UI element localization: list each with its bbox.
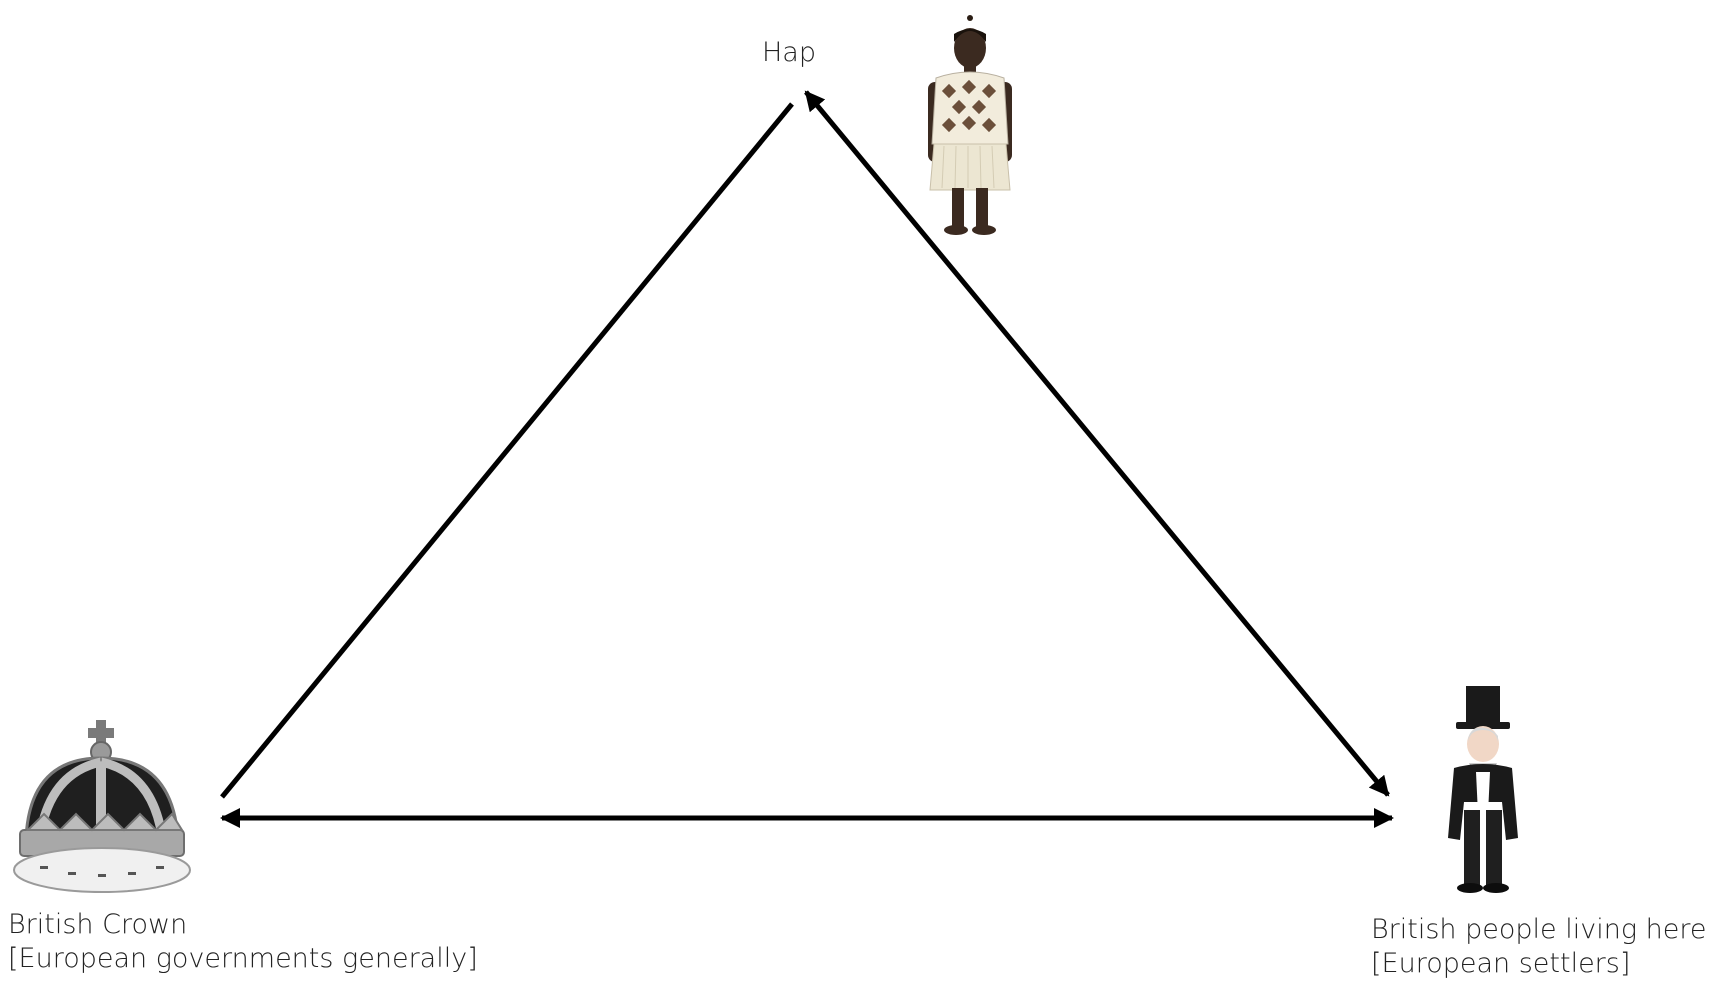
british-crown-subtitle: [European governments generally] <box>8 942 478 976</box>
british-crown-title: British Crown <box>8 908 478 942</box>
crown-icon <box>14 720 190 892</box>
node-label-british-settlers: British people living here [European set… <box>1371 913 1706 981</box>
node-label-british-crown: British Crown [European governments gene… <box>8 908 478 976</box>
british-settlers-subtitle: [European settlers] <box>1371 947 1706 981</box>
maori-figure-icon <box>928 15 1012 235</box>
settler-figure-icon <box>1448 686 1518 893</box>
british-settlers-title: British people living here <box>1371 913 1706 947</box>
edge-left-to-top <box>222 104 792 797</box>
node-label-hap: Hap <box>762 36 816 70</box>
edge-top-to-right <box>806 92 1388 795</box>
